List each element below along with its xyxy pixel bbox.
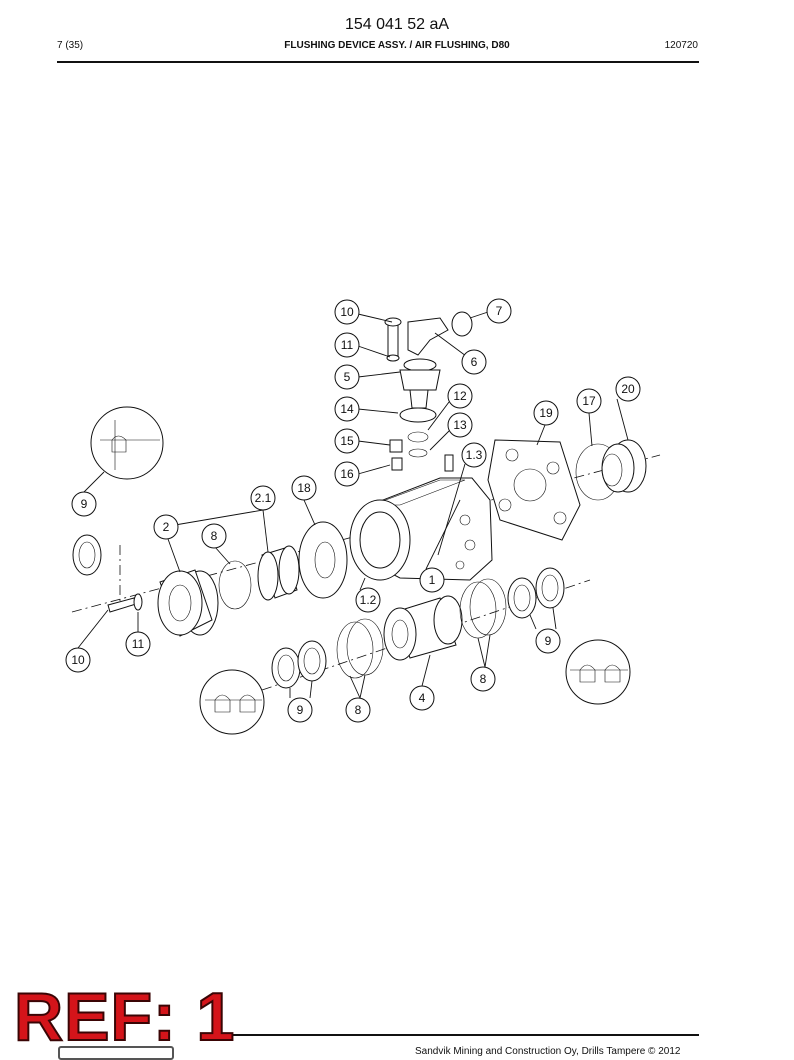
- o-ring-part: [459, 581, 497, 639]
- svg-text:19: 19: [539, 406, 553, 420]
- flange-part: [298, 521, 348, 599]
- callout-20: 20: [615, 376, 641, 402]
- callout-13: 13: [447, 412, 473, 438]
- leader-lines: [77, 311, 629, 699]
- nut-part: [601, 439, 647, 493]
- callout-8: 8: [470, 666, 496, 692]
- svg-text:9: 9: [545, 634, 552, 648]
- callout-1-3: 1.3: [461, 442, 487, 468]
- callout-11: 11: [125, 631, 151, 657]
- o-ring-part: [336, 621, 374, 679]
- svg-text:6: 6: [471, 355, 478, 369]
- o-ring-part: [469, 578, 507, 636]
- callout-8: 8: [201, 523, 227, 549]
- gasket-part: [487, 439, 581, 541]
- callout-9: 9: [71, 491, 97, 517]
- seal-detail-view: [90, 406, 164, 480]
- callout-18: 18: [291, 475, 317, 501]
- footer-rule: [232, 1034, 699, 1036]
- svg-text:1: 1: [429, 573, 436, 587]
- callout-17: 17: [576, 388, 602, 414]
- callout-11: 11: [334, 332, 360, 358]
- svg-text:9: 9: [297, 703, 304, 717]
- footer-copyright: Sandvik Mining and Construction Oy, Dril…: [415, 1046, 681, 1057]
- callout-8: 8: [345, 697, 371, 723]
- header-rule: [57, 61, 699, 63]
- callout-2-1: 2.1: [250, 485, 276, 511]
- svg-text:10: 10: [340, 305, 354, 319]
- page-title: FLUSHING DEVICE ASSY. / AIR FLUSHING, D8…: [284, 40, 510, 51]
- callout-9: 9: [535, 628, 561, 654]
- svg-text:7: 7: [496, 304, 503, 318]
- o-ring-part: [346, 618, 384, 676]
- seal-part: [271, 647, 301, 689]
- document-number: 154 041 52 aA: [344, 16, 450, 33]
- callout-14: 14: [334, 396, 360, 422]
- svg-text:20: 20: [621, 382, 635, 396]
- svg-text:15: 15: [340, 434, 354, 448]
- svg-text:12: 12: [453, 389, 467, 403]
- callout-9: 9: [287, 697, 313, 723]
- callout-6: 6: [461, 349, 487, 375]
- seal-detail-view: [199, 669, 265, 735]
- callout-1-2: 1.2: [355, 587, 381, 613]
- svg-text:9: 9: [81, 497, 88, 511]
- svg-text:13: 13: [453, 418, 467, 432]
- svg-text:17: 17: [582, 394, 596, 408]
- svg-text:8: 8: [355, 703, 362, 717]
- callout-10: 10: [65, 647, 91, 673]
- seal-detail-view: [565, 639, 631, 705]
- sleeve-part: [257, 545, 300, 601]
- callout-7: 7: [486, 298, 512, 324]
- callout-1: 1: [419, 567, 445, 593]
- callout-15: 15: [334, 428, 360, 454]
- ref-stamp: REF: 1: [13, 979, 236, 1055]
- callout-10: 10: [334, 299, 360, 325]
- callout-5: 5: [334, 364, 360, 390]
- svg-text:4: 4: [419, 691, 426, 705]
- svg-text:8: 8: [480, 672, 487, 686]
- svg-text:1.3: 1.3: [466, 448, 483, 462]
- document-date: 120720: [664, 40, 698, 51]
- svg-text:11: 11: [132, 637, 145, 651]
- screw-part: [107, 597, 137, 613]
- callout-12: 12: [447, 383, 473, 409]
- housing-part: [349, 477, 493, 581]
- callout-4: 4: [409, 685, 435, 711]
- svg-text:14: 14: [340, 402, 354, 416]
- seal-part: [297, 640, 327, 682]
- page-number: 7 (35): [57, 40, 84, 51]
- seal-part: [507, 577, 537, 619]
- callout-19: 19: [533, 400, 559, 426]
- seal-part: [72, 534, 102, 576]
- callout-16: 16: [334, 461, 360, 487]
- callout-2: 2: [153, 514, 179, 540]
- svg-text:1.2: 1.2: [360, 593, 377, 607]
- piston-part: [383, 595, 463, 661]
- svg-text:2.1: 2.1: [255, 491, 272, 505]
- svg-text:5: 5: [344, 370, 351, 384]
- svg-text:18: 18: [297, 481, 311, 495]
- svg-text:10: 10: [71, 653, 85, 667]
- svg-text:11: 11: [341, 338, 354, 352]
- svg-text:16: 16: [340, 467, 354, 481]
- o-ring-part: [218, 560, 252, 610]
- svg-text:8: 8: [211, 529, 218, 543]
- cap-part: [157, 569, 219, 637]
- seal-part: [535, 567, 565, 609]
- top-fittings: [384, 311, 473, 472]
- svg-text:2: 2: [163, 520, 170, 534]
